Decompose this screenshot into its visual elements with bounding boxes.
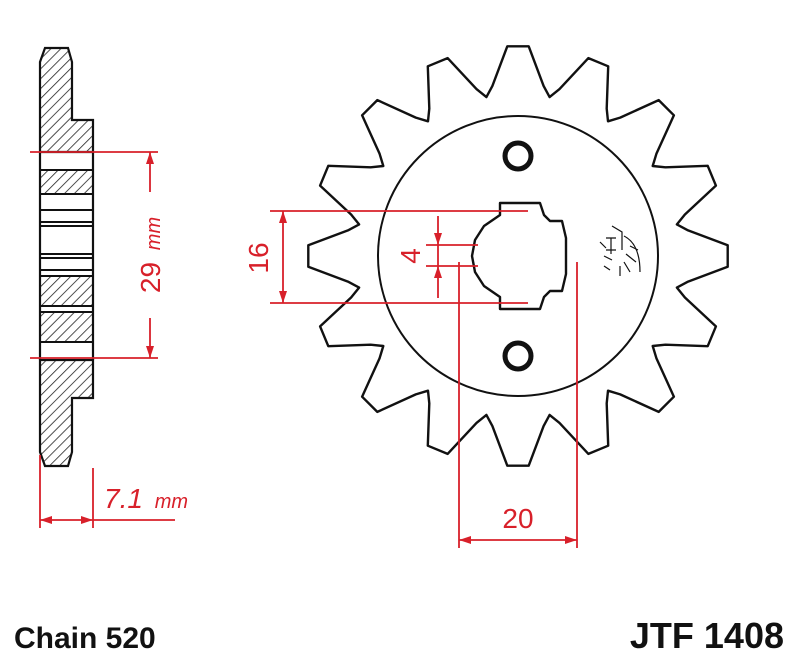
splined-bore [470, 201, 568, 311]
bolt-hole-upper [502, 140, 534, 172]
chain-label: Chain 520 [14, 622, 156, 655]
side-hub-slice [39, 225, 94, 255]
side-hub-slice [39, 311, 94, 343]
dim-keyway [426, 216, 478, 298]
side-profile-upper [38, 46, 95, 154]
svg-text:7.1 mm: 7.1 mm [104, 483, 188, 514]
part-number: JTF 1408 [630, 615, 784, 656]
brand-symbol-icon [599, 225, 641, 276]
dim-thickness-value: 7.1 [104, 483, 143, 514]
side-hub-slice [39, 169, 94, 195]
dim-bolt-spacing [30, 151, 158, 359]
side-section-view [38, 46, 95, 468]
dim-keyway-value: 4 [395, 248, 426, 264]
sprocket-front-view [307, 45, 729, 467]
side-hub-slice [39, 275, 94, 307]
side-hub-slice [39, 257, 94, 271]
dim-bore-height [270, 210, 528, 304]
svg-text:29 mm: 29 mm [135, 217, 166, 293]
dim-thickness-unit: mm [155, 491, 188, 513]
bolt-hole-lower [502, 340, 534, 372]
side-profile-lower [38, 358, 95, 468]
hub-circle [377, 115, 659, 397]
dim-bore-width [458, 262, 578, 548]
dim-bore-height-value: 16 [243, 242, 274, 273]
dim-bore-width-value: 20 [502, 503, 533, 534]
side-hub-slice [39, 209, 94, 223]
dim-bolt-spacing-unit: mm [143, 217, 165, 250]
dim-thickness [39, 455, 175, 528]
dim-bolt-spacing-value: 29 [135, 262, 166, 293]
